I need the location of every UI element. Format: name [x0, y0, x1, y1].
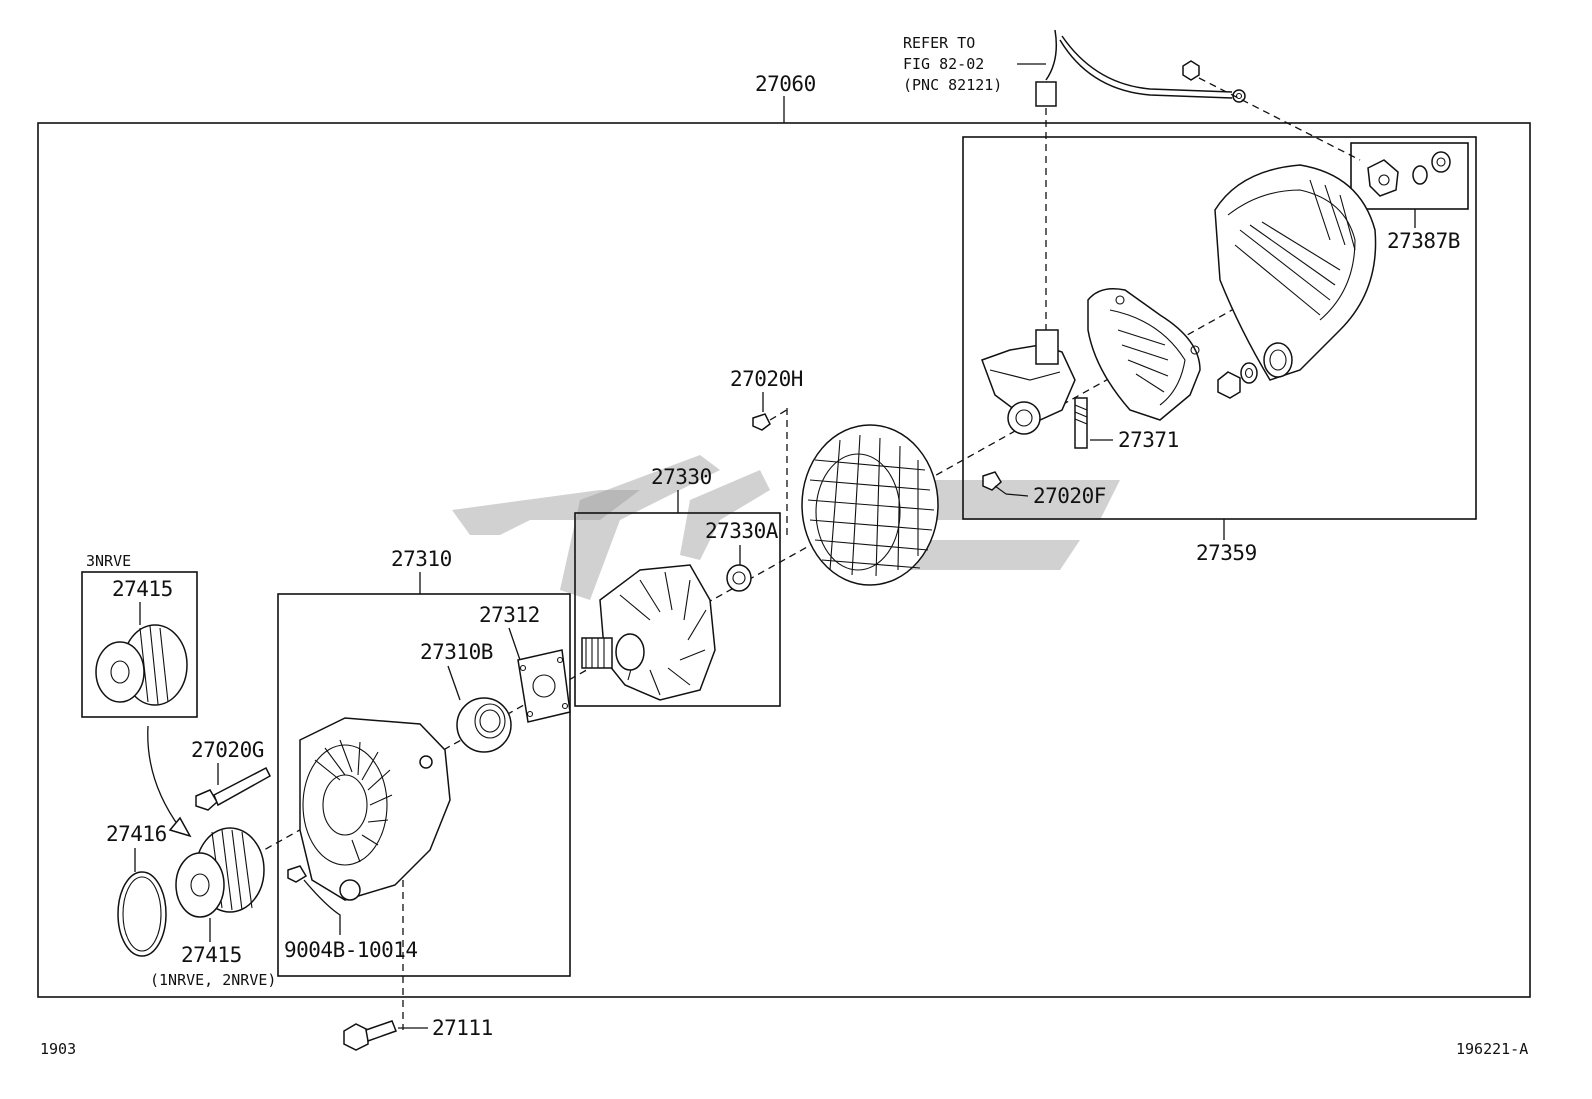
terminal-kit-label: 27387B	[1387, 229, 1460, 253]
screw-h-axis-a	[769, 407, 791, 421]
stator	[801, 424, 939, 586]
pulley-bottom	[175, 827, 265, 918]
plate-label: 27312	[479, 603, 540, 627]
brush-part	[1074, 397, 1088, 449]
bolt-g	[195, 766, 271, 811]
bearing-label: 27310B	[420, 640, 493, 664]
terminal-kit-box	[1350, 142, 1469, 210]
voltage-regulator	[981, 329, 1076, 435]
pulley-variant-box	[81, 571, 198, 718]
pulley-arrow-head	[168, 816, 192, 838]
screw-h	[752, 413, 771, 431]
pulley-bottom-note: (1NRVE, 2NRVE)	[150, 971, 276, 989]
assembly-label: 27060	[755, 72, 816, 96]
footer-right: 196221-A	[1456, 1040, 1528, 1058]
drive-end-frame	[299, 717, 451, 901]
footer-left: 1903	[40, 1040, 76, 1058]
cover-ring-label: 27416	[106, 822, 167, 846]
screw-h-label: 27020H	[730, 367, 803, 391]
screw-f	[982, 471, 1007, 495]
rear-housing-group-box	[962, 136, 1477, 520]
rectifier	[1087, 288, 1201, 421]
cover-ring	[117, 871, 167, 957]
screw-90048-label: 9004B-10014	[284, 938, 418, 962]
bolt-g-label: 27020G	[191, 738, 264, 762]
drive-frame-label: 27310	[391, 547, 452, 571]
rotor-label: 27330	[651, 465, 712, 489]
plate-leader	[508, 627, 521, 661]
pulley-variant-note: 3NRVE	[86, 552, 131, 570]
refer-note-line1: REFER TO	[903, 34, 975, 52]
pulley-arrow	[147, 725, 181, 829]
screw-f-leader	[1005, 493, 1029, 497]
rear-nuts	[1217, 362, 1258, 399]
rear-housing-label: 27359	[1196, 541, 1257, 565]
refer-note-line3: (PNC 82121)	[903, 76, 1002, 94]
through-bolt-label: 27111	[432, 1016, 493, 1040]
bearing	[456, 697, 512, 753]
rotor	[581, 564, 716, 701]
nut-axis	[1198, 77, 1361, 161]
pulley-top	[95, 624, 188, 706]
terminal-kit-parts	[1367, 151, 1451, 197]
plate	[517, 649, 571, 723]
brush-label: 27371	[1118, 428, 1179, 452]
pulley-bottom-label: 27415	[181, 943, 242, 967]
rotor-collar	[726, 564, 752, 592]
wire-harness	[1035, 29, 1246, 107]
pulley-top-label: 27415	[112, 577, 173, 601]
screw-f-label: 27020F	[1033, 484, 1106, 508]
refer-note-line2: FIG 82-02	[903, 55, 984, 73]
through-bolt	[343, 1020, 397, 1051]
screw-90048	[287, 865, 341, 935]
watermark-logo	[452, 455, 1120, 600]
rear-end-frame	[1214, 164, 1377, 381]
drive-frame-box	[277, 593, 571, 977]
main-axis	[254, 299, 1251, 856]
rotor-collar-label: 27330A	[705, 519, 779, 543]
bearing-leader	[447, 665, 461, 701]
